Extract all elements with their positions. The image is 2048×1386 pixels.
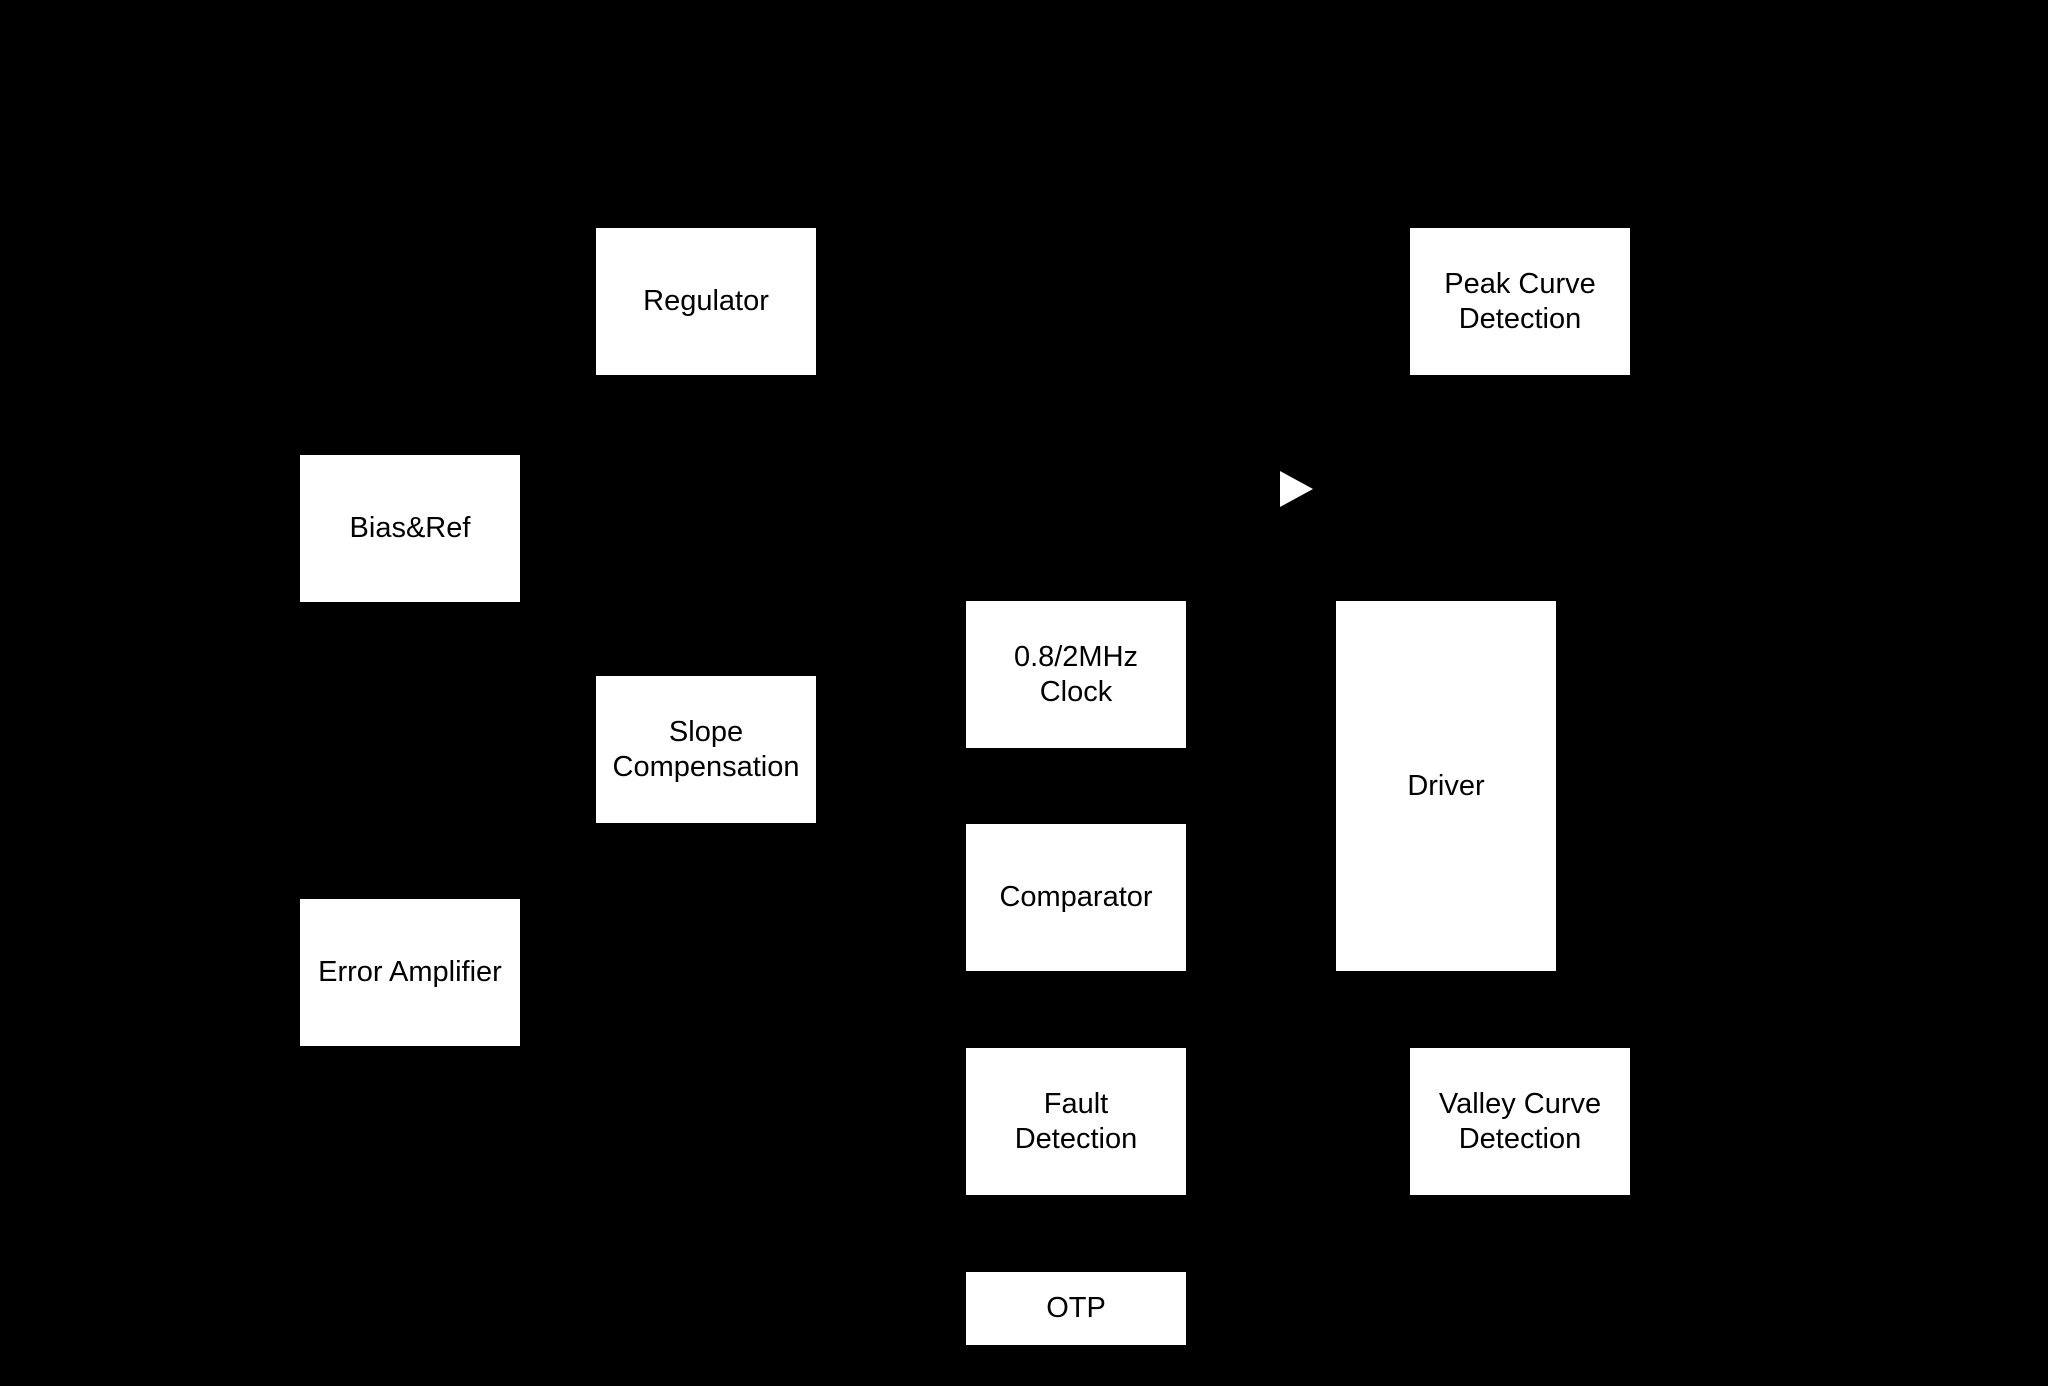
peak-curve-detection-block: Peak Curve Detection [1410, 228, 1630, 375]
error-amplifier-block: Error Amplifier [300, 899, 520, 1046]
otp-block: OTP [966, 1272, 1186, 1345]
slope-compensation-label-line2: Compensation [612, 750, 800, 783]
comparator-block: Comparator [966, 824, 1186, 971]
driver-block: Driver [1336, 601, 1556, 971]
fault-detection-label-line1: Fault [1043, 1088, 1109, 1121]
arrow-right-icon [1280, 471, 1313, 507]
clock-block: 0.8/2MHz Clock [966, 601, 1186, 748]
regulator-label: Regulator [643, 285, 769, 318]
clock-label-line2: Clock [1039, 675, 1113, 708]
slope-compensation-block: Slope Compensation [596, 676, 816, 823]
peak-curve-detection-label-line2: Detection [1458, 302, 1582, 335]
valley-curve-detection-label-line1: Valley Curve [1438, 1088, 1602, 1121]
regulator-block: Regulator [596, 228, 816, 375]
bias-ref-label: Bias&Ref [349, 512, 471, 545]
peak-curve-detection-label-line1: Peak Curve [1444, 268, 1596, 301]
slope-compensation-label-line1: Slope [668, 716, 744, 749]
fault-detection-label-line2: Detection [1014, 1122, 1138, 1155]
bias-ref-block: Bias&Ref [300, 455, 520, 602]
valley-curve-detection-label-line2: Detection [1458, 1122, 1582, 1155]
comparator-label: Comparator [999, 881, 1153, 914]
driver-label: Driver [1407, 769, 1485, 802]
otp-label: OTP [1046, 1292, 1106, 1325]
error-amplifier-label: Error Amplifier [318, 956, 502, 989]
valley-curve-detection-block: Valley Curve Detection [1410, 1048, 1630, 1195]
fault-detection-block: Fault Detection [966, 1048, 1186, 1195]
clock-label-line1: 0.8/2MHz [1013, 641, 1139, 674]
